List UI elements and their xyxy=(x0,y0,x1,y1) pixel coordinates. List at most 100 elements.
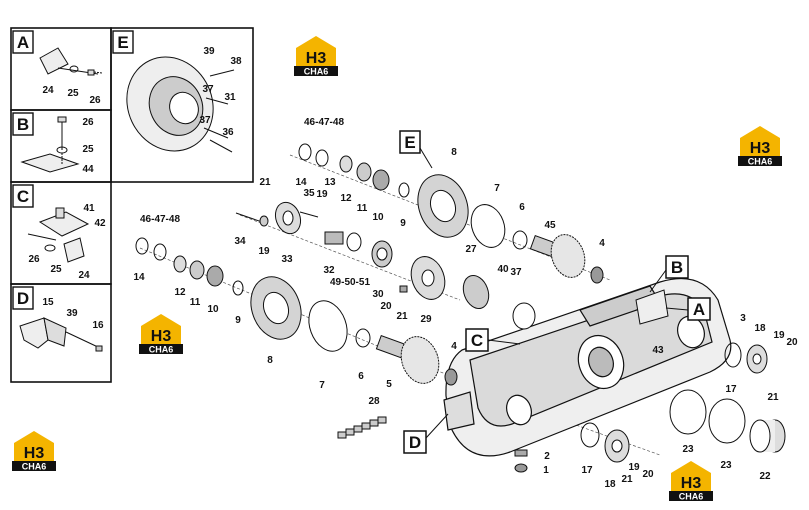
panel-b-part-44: 44 xyxy=(82,164,94,175)
upper-drive-parts xyxy=(298,143,604,284)
label-43: 43 xyxy=(652,345,664,356)
watermark-logo-5: H3 CHA6 xyxy=(669,461,713,502)
panel-b-part-25: 25 xyxy=(82,144,94,155)
panel-c-part-25: 25 xyxy=(50,264,62,275)
svg-text:CHA6: CHA6 xyxy=(748,157,773,167)
label-22: 22 xyxy=(759,471,771,482)
panel-e-part-37a: 37 xyxy=(202,84,214,95)
label-17-bottom: 17 xyxy=(581,465,593,476)
middle-drive-parts xyxy=(235,201,536,330)
label-13-top: 13 xyxy=(324,177,336,188)
label-9-top: 9 xyxy=(400,218,406,229)
panel-e-part-39: 39 xyxy=(203,46,215,57)
label-8-top: 8 xyxy=(451,147,457,158)
label-19-right: 19 xyxy=(773,330,785,341)
panel-b-part-26: 26 xyxy=(82,117,94,128)
callout-e: E xyxy=(404,133,415,152)
panel-e-frame xyxy=(110,27,254,183)
panel-c-part-24: 24 xyxy=(78,270,90,281)
label-21-c: 21 xyxy=(621,474,633,485)
callout-c: C xyxy=(471,331,483,350)
label-12-top: 12 xyxy=(340,193,352,204)
panel-e-drawing xyxy=(126,56,235,153)
label-28: 28 xyxy=(368,396,380,407)
panel-c-drawing xyxy=(27,207,90,263)
label-19-a: 19 xyxy=(316,189,328,200)
label-17-right: 17 xyxy=(725,384,737,395)
label-10-top: 10 xyxy=(372,212,384,223)
svg-text:H3: H3 xyxy=(151,328,172,345)
panel-e-letter: E xyxy=(117,33,128,52)
label-40: 40 xyxy=(497,264,509,275)
label-6-left: 6 xyxy=(358,371,364,382)
chain-28 xyxy=(337,416,387,439)
label-20-a: 20 xyxy=(380,301,392,312)
panel-a-part-25: 25 xyxy=(67,88,79,99)
panel-d-drawing xyxy=(19,317,103,352)
main-housing xyxy=(443,278,732,457)
panel-d-part-16: 16 xyxy=(92,320,104,331)
label-11-top: 11 xyxy=(357,203,368,214)
svg-text:CHA6: CHA6 xyxy=(22,462,47,472)
label-46-47-48-top: 46-47-48 xyxy=(304,117,344,128)
panel-d-letter: D xyxy=(17,289,29,308)
label-34: 34 xyxy=(234,236,246,247)
panel-e-part-38: 38 xyxy=(230,56,242,67)
watermark-logo-2: H3 CHA6 xyxy=(738,126,782,167)
panel-d-frame xyxy=(10,283,112,383)
label-4-left: 4 xyxy=(451,341,457,352)
label-32: 32 xyxy=(323,265,335,276)
panel-a-part-24: 24 xyxy=(42,85,54,96)
label-35: 35 xyxy=(303,188,315,199)
label-19-b: 19 xyxy=(258,246,270,257)
watermark-logo-1: H3 CHA6 xyxy=(294,36,338,77)
label-20-right: 20 xyxy=(786,337,798,348)
label-21-right: 21 xyxy=(767,392,779,403)
label-27: 27 xyxy=(465,244,477,255)
panel-c-part-41: 41 xyxy=(83,203,95,214)
panel-a-part-26: 26 xyxy=(89,95,101,106)
panel-c-part-42: 42 xyxy=(94,218,106,229)
label-33: 33 xyxy=(281,254,293,265)
panel-d-part-15: 15 xyxy=(42,297,54,308)
label-14-left: 14 xyxy=(133,272,145,283)
label-7-top: 7 xyxy=(494,183,500,194)
label-12-left: 12 xyxy=(174,287,186,298)
label-20-bottom: 20 xyxy=(642,469,654,480)
svg-text:H3: H3 xyxy=(306,50,327,67)
label-14-top: 14 xyxy=(295,177,307,188)
label-46-47-48-left: 46-47-48 xyxy=(140,214,180,225)
label-29: 29 xyxy=(420,314,432,325)
svg-text:CHA6: CHA6 xyxy=(679,492,704,502)
panel-b-drawing xyxy=(20,116,80,173)
panel-c-letter: C xyxy=(17,187,29,206)
lower-drive-parts xyxy=(135,237,458,386)
label-23-b: 23 xyxy=(720,460,732,471)
label-21-a: 21 xyxy=(259,177,271,188)
panel-e-part-31: 31 xyxy=(224,92,236,103)
label-2: 2 xyxy=(544,451,550,462)
panel-c-part-26: 26 xyxy=(28,254,40,265)
panel-b-letter: B xyxy=(17,115,29,134)
callout-boxes xyxy=(399,130,711,454)
svg-text:CHA6: CHA6 xyxy=(304,67,329,77)
label-7-left: 7 xyxy=(319,380,325,391)
panel-e-part-37b: 37 xyxy=(199,115,211,126)
inset-panels xyxy=(10,27,254,383)
callout-leaders xyxy=(419,147,689,439)
part-labels: 46-47-48 14 13 12 11 10 9 8 7 6 45 4 21 … xyxy=(133,117,798,490)
label-11-left: 11 xyxy=(190,297,201,308)
label-5-left: 5 xyxy=(386,379,392,390)
label-21-b: 21 xyxy=(396,311,408,322)
callout-d: D xyxy=(409,433,421,452)
label-30: 30 xyxy=(372,289,384,300)
callout-b: B xyxy=(671,258,683,277)
watermark-logo-3: H3 CHA6 xyxy=(139,314,183,355)
label-4-top: 4 xyxy=(599,238,605,249)
label-49-50-51: 49-50-51 xyxy=(330,277,370,288)
label-6-top: 6 xyxy=(519,202,525,213)
label-9-left: 9 xyxy=(235,315,241,326)
label-18-bottom: 18 xyxy=(604,479,616,490)
svg-text:H3: H3 xyxy=(24,445,45,462)
